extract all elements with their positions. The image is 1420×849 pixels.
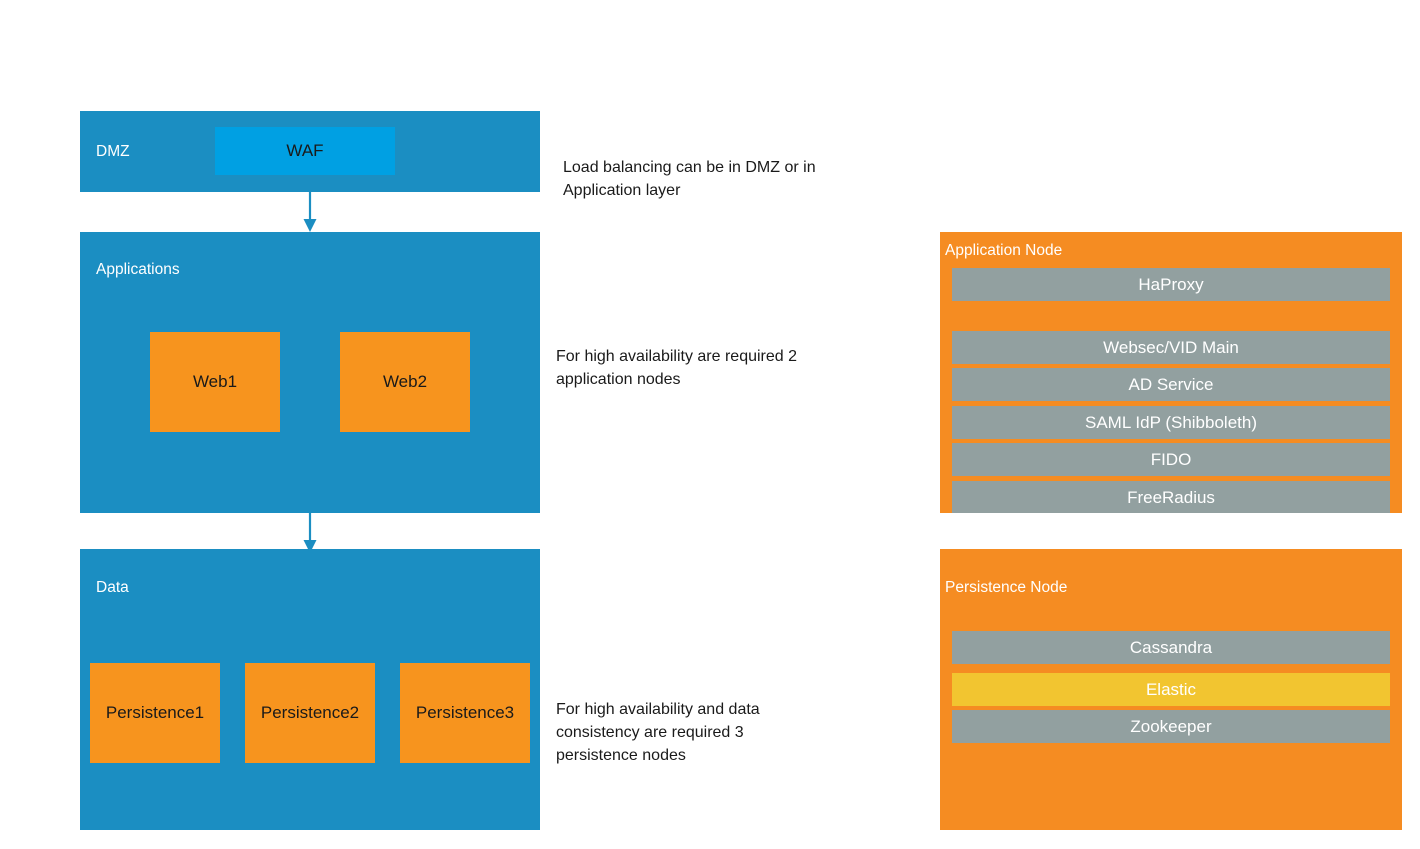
annotation-application-nodes: For high availability are required 2 app… [556, 348, 798, 389]
component-freeradius-label: FreeRadius [1127, 487, 1215, 507]
box-web1-label: Web1 [192, 372, 238, 391]
component-websec-vid-main-label: Websec/VID Main [1103, 337, 1239, 357]
node-panel-application-label: Application Node [945, 242, 1063, 259]
zone-applications: Applications Web1 Web2 [80, 232, 540, 513]
component-websec-vid-main[interactable]: Websec/VID Main [952, 331, 1390, 364]
box-persistence1[interactable]: Persistence1 [90, 663, 220, 763]
box-persistence2-label: Persistence2 [260, 703, 360, 722]
component-saml-idp-label: SAML IdP (Shibboleth) [1085, 412, 1257, 432]
zone-applications-label: Applications [96, 261, 180, 278]
zone-dmz-label: DMZ [96, 143, 130, 160]
component-elastic-label: Elastic [1145, 679, 1197, 699]
annotation-load-balancing: Load balancing can be in DMZ or in Appli… [563, 159, 816, 200]
box-waf[interactable]: WAF [215, 127, 395, 175]
component-ad-service-label: AD Service [1128, 374, 1214, 394]
node-panel-persistence: Persistence Node Cassandra Elastic Zooke… [940, 549, 1402, 830]
node-panel-persistence-label: Persistence Node [945, 579, 1068, 596]
component-elastic[interactable]: Elastic [952, 673, 1390, 706]
annotation-persistence-nodes: For high availability and data consisten… [556, 701, 760, 765]
box-web2-label: Web2 [382, 372, 428, 391]
connector-applications-to-data [303, 511, 317, 553]
box-persistence3-label: Persistence3 [415, 703, 515, 722]
box-web2[interactable]: Web2 [340, 332, 470, 432]
zone-data-label: Data [96, 579, 129, 596]
component-ad-service[interactable]: AD Service [952, 368, 1390, 401]
component-haproxy-label: HaProxy [1138, 274, 1204, 294]
component-freeradius[interactable]: FreeRadius [952, 481, 1390, 513]
box-web1[interactable]: Web1 [150, 332, 280, 432]
node-panel-application: Application Node HaProxy Websec/VID Main… [940, 232, 1402, 513]
box-persistence1-label: Persistence1 [105, 703, 205, 722]
box-persistence2[interactable]: Persistence2 [245, 663, 375, 763]
component-fido[interactable]: FIDO [952, 443, 1390, 476]
zone-dmz: DMZ WAF [80, 111, 540, 192]
box-waf-label: WAF [286, 141, 324, 160]
connector-dmz-to-applications [303, 190, 317, 232]
component-zookeeper[interactable]: Zookeeper [952, 710, 1390, 743]
zone-data: Data Persistence1 Persistence2 Persisten… [80, 549, 540, 830]
component-fido-label: FIDO [1150, 449, 1192, 469]
component-haproxy[interactable]: HaProxy [952, 268, 1390, 301]
component-saml-idp[interactable]: SAML IdP (Shibboleth) [952, 406, 1390, 439]
component-cassandra[interactable]: Cassandra [952, 631, 1390, 664]
component-cassandra-label: Cassandra [1129, 637, 1213, 657]
component-zookeeper-label: Zookeeper [1130, 716, 1212, 736]
box-persistence3[interactable]: Persistence3 [400, 663, 530, 763]
